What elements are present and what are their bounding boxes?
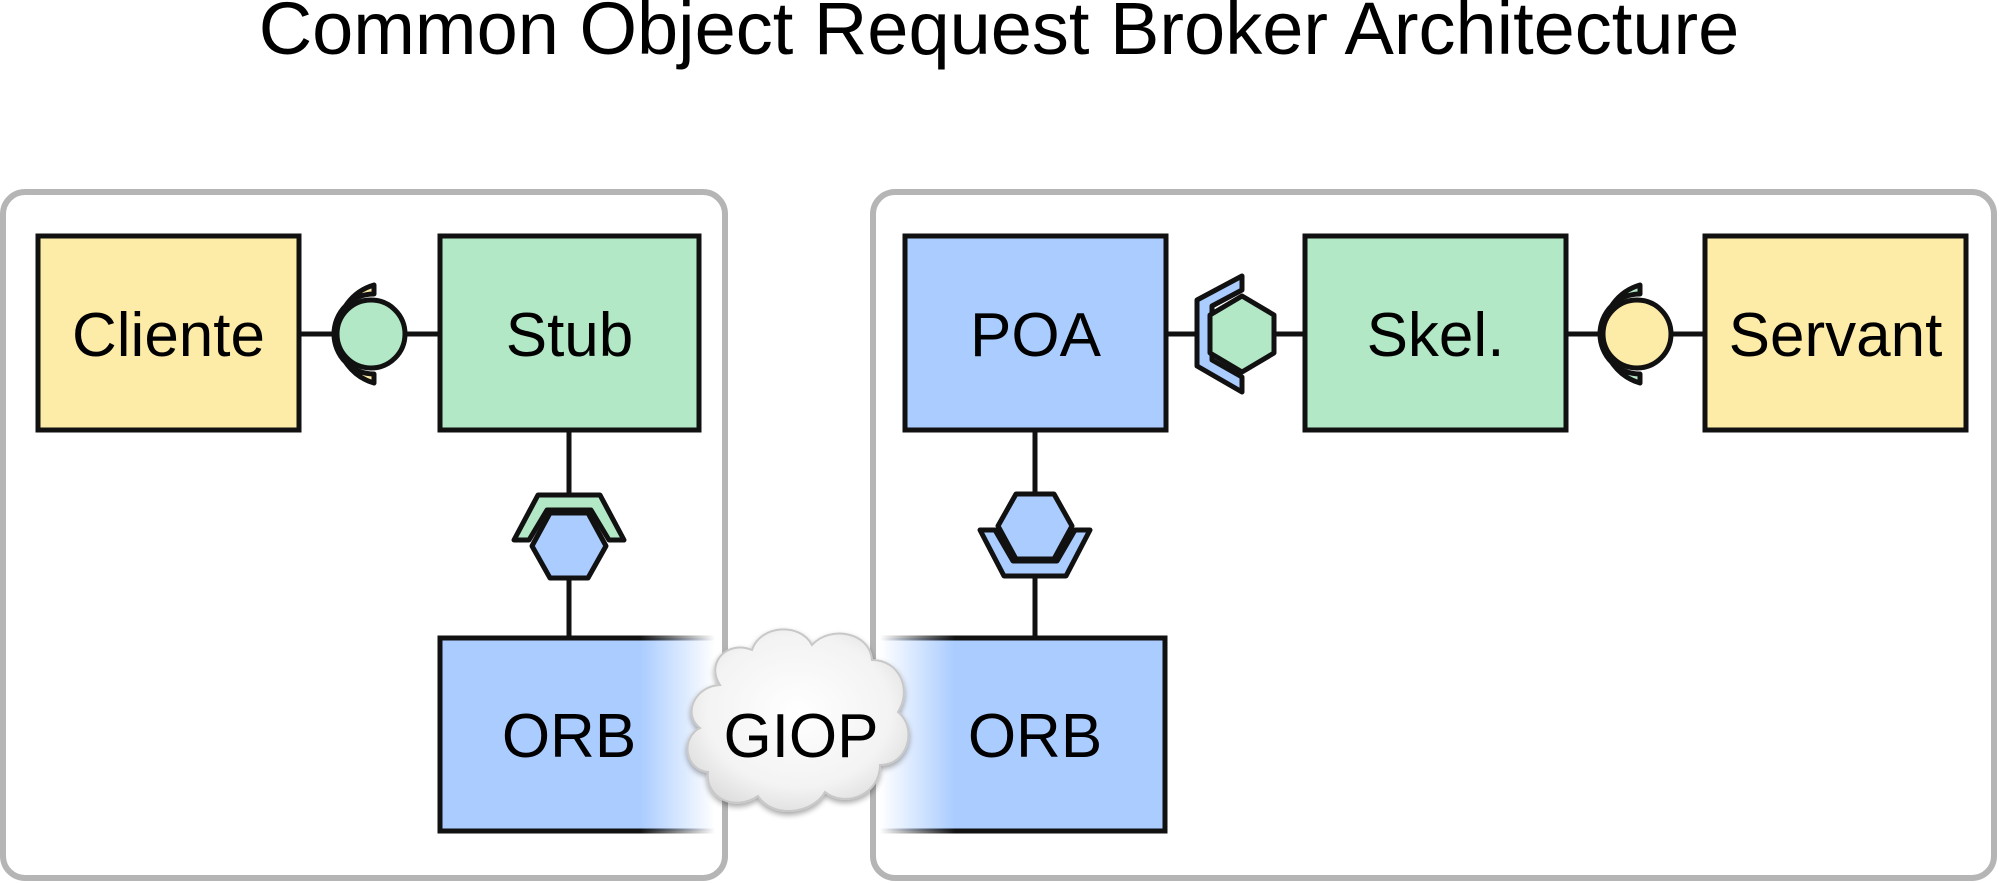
client-label: Cliente bbox=[72, 301, 265, 370]
skeleton-label: Skel. bbox=[1367, 301, 1505, 370]
servant-label: Servant bbox=[1729, 301, 1943, 370]
poa-orb-interface-icon bbox=[977, 491, 1093, 579]
client-box bbox=[35, 233, 302, 433]
stub-orb-interface-icon bbox=[511, 492, 627, 581]
giop-cloud-icon bbox=[686, 628, 910, 812]
stub-box bbox=[437, 233, 702, 433]
stub-label: Stub bbox=[506, 301, 634, 370]
diagram-title: Common Object Request Broker Architectur… bbox=[259, 0, 1740, 70]
client-stub-interface-icon bbox=[331, 282, 408, 386]
giop-label: GIOP bbox=[723, 702, 878, 771]
poa-label: POA bbox=[970, 301, 1102, 370]
client-orb-label: ORB bbox=[502, 702, 636, 771]
servant-box bbox=[1702, 233, 1969, 433]
poa-skel-interface-icon bbox=[1194, 273, 1277, 395]
poa-box bbox=[902, 233, 1169, 433]
skeleton-box bbox=[1302, 233, 1569, 433]
server-orb-label: ORB bbox=[968, 702, 1102, 771]
skel-servant-interface-icon bbox=[1597, 282, 1674, 386]
